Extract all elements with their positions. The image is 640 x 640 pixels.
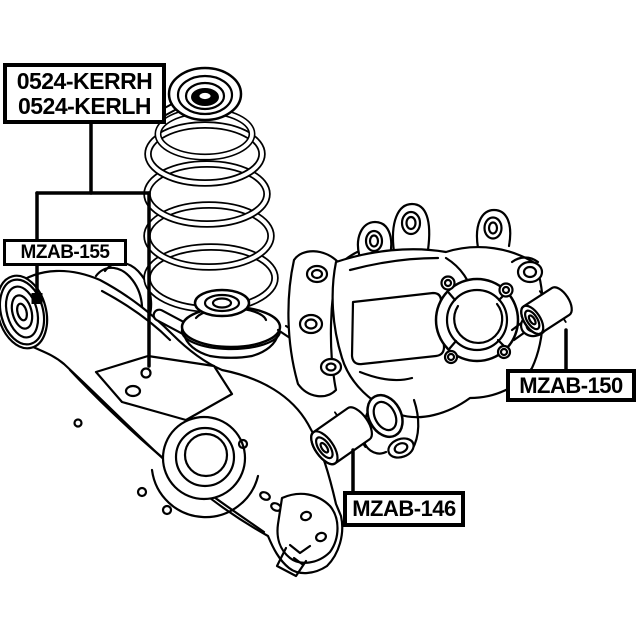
label-shock-assembly-line1: 0524-KERRH [16,67,153,94]
leader-square-marker [31,293,43,304]
label-front-arm-bushing: MZAB-155 [3,239,127,266]
leader-lines [31,121,568,493]
arm-spring-seat [150,415,260,519]
rear-knuckle-drawing [287,202,549,459]
bushing-mzab-146-drawing [310,406,373,466]
bushing-mzab-150-drawing [520,286,573,336]
lower-control-arm-drawing [0,261,344,578]
label-inner-arm-bushing: MZAB-146 [343,491,465,527]
label-inner-arm-bushing-text: MZAB-146 [352,496,456,521]
label-shock-assembly: 0524-KERRH 0524-KERLH [3,63,166,124]
shock-top-mount-drawing [149,66,243,122]
label-shock-assembly-line2: 0524-KERLH [17,92,152,119]
knuckle-hub [434,275,520,365]
label-rear-knuckle-bushing: MZAB-150 [506,369,636,402]
label-rear-knuckle-bushing-text: MZAB-150 [519,372,623,398]
coil-spring-drawing [143,107,279,313]
spring-lower-seat-drawing [180,288,310,364]
label-front-arm-bushing-text: MZAB-155 [20,241,110,263]
